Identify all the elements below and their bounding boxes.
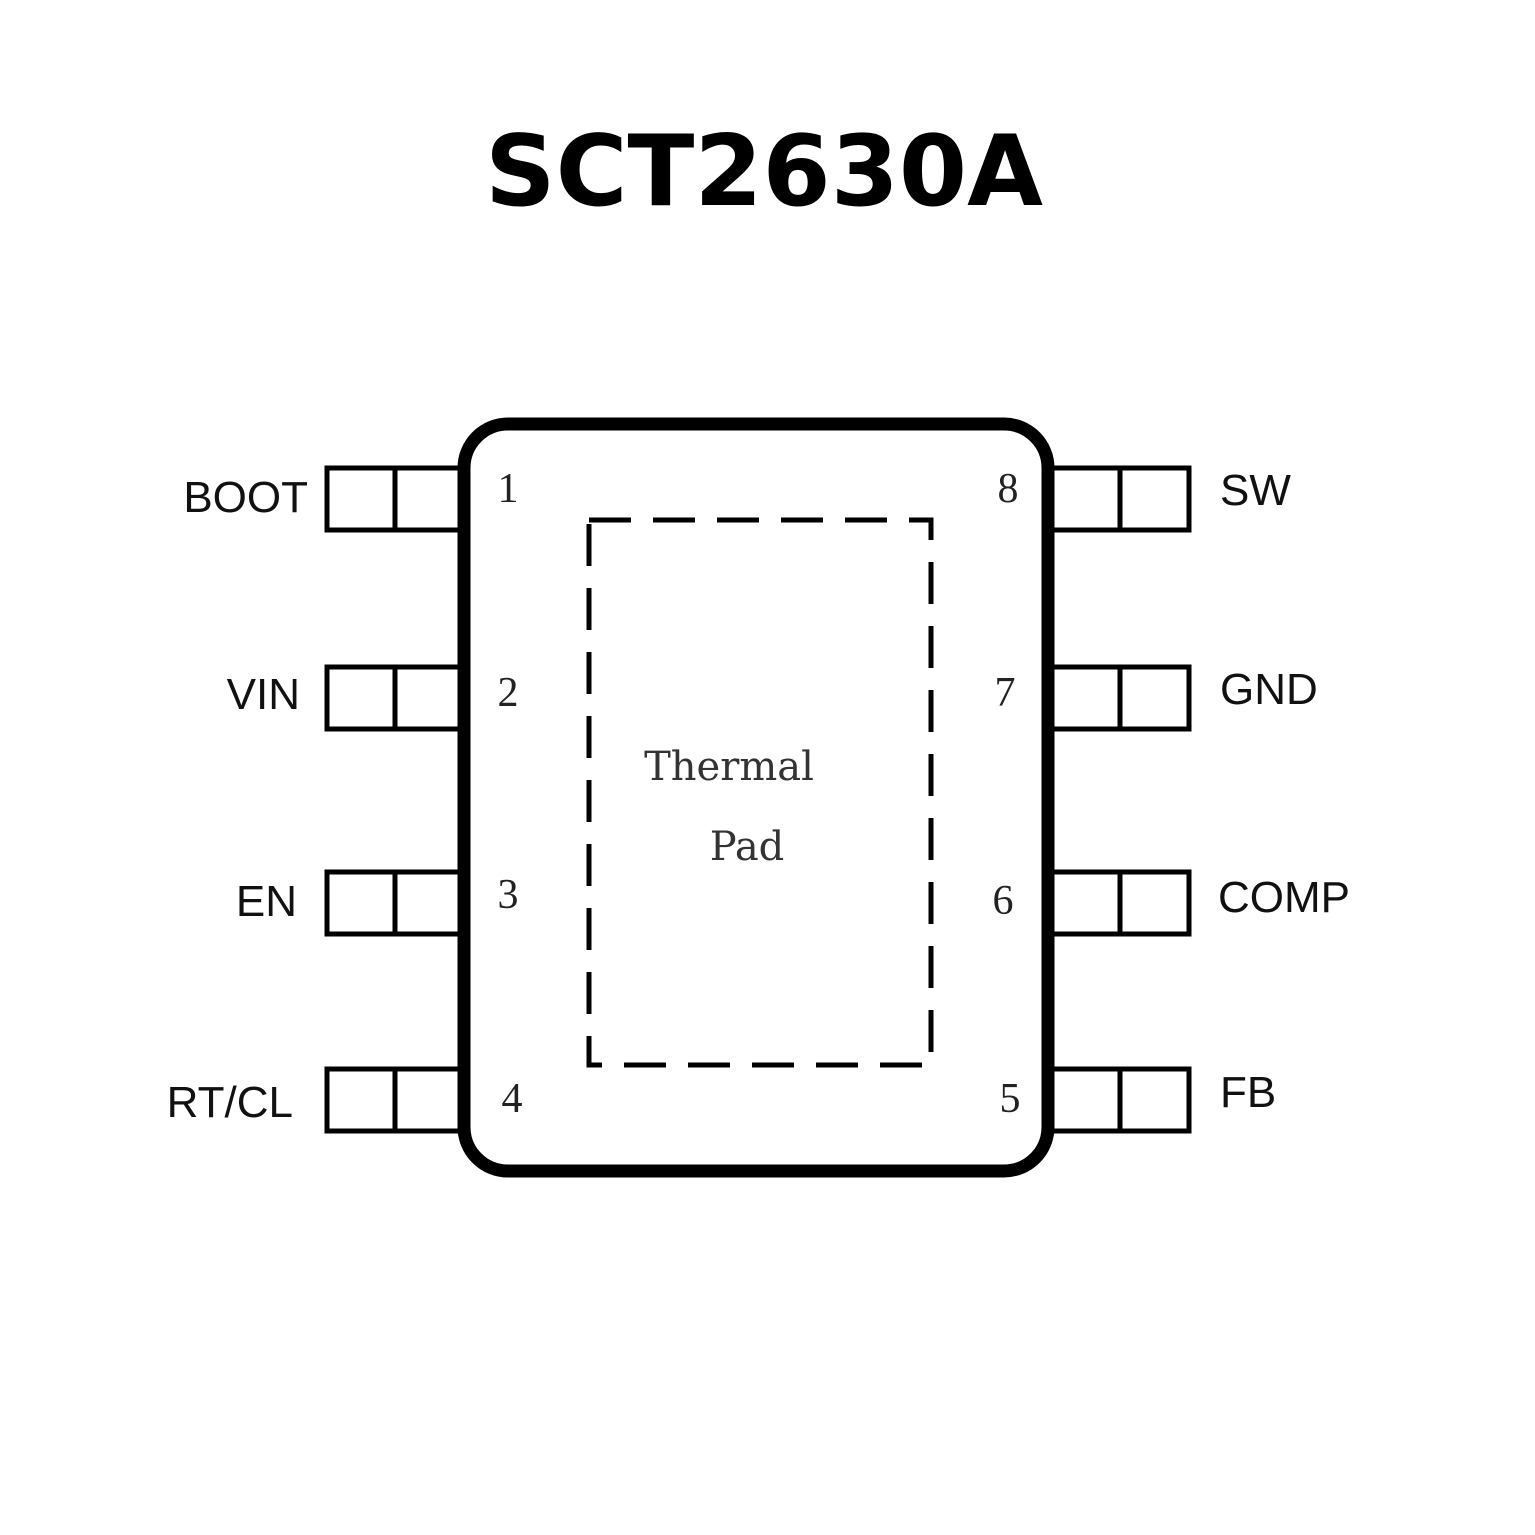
pin-7-number: 7: [995, 670, 1016, 716]
pin-6-number: 6: [993, 878, 1014, 924]
pin-1-name: BOOT: [183, 473, 308, 522]
pin-4-number: 4: [502, 1076, 523, 1122]
right-pins: [1049, 465, 1192, 1134]
pin-4-name: RT/CL: [167, 1078, 293, 1127]
left-pins: [324, 465, 465, 1134]
pin-2-number: 2: [498, 670, 519, 716]
thermal-pad-label-1: Thermal: [644, 744, 814, 790]
pin-6-name: COMP: [1218, 873, 1350, 922]
thermal-pad-label-2: Pad: [710, 824, 785, 870]
pin-1-number: 1: [498, 466, 519, 512]
pin-5-name: FB: [1220, 1068, 1276, 1117]
pin-3-name: EN: [236, 877, 297, 926]
pin-2-name: VIN: [227, 670, 300, 719]
thermal-pad-outline: [586, 517, 934, 1068]
chip-body: [457, 417, 1055, 1178]
pin-3-number: 3: [498, 872, 519, 918]
pin-8-name: SW: [1220, 466, 1291, 515]
pin-7-name: GND: [1220, 665, 1318, 714]
pin-5-number: 5: [1000, 1076, 1021, 1122]
chip-title: SCT2630A: [485, 115, 1043, 229]
pin-8-number: 8: [998, 466, 1019, 512]
